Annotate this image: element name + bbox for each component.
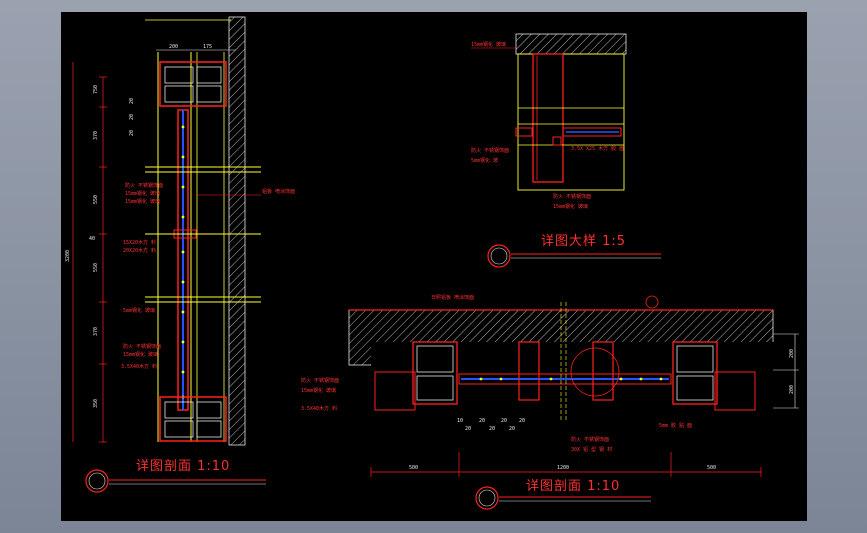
note-l5: 20X20木方 料 [123,247,156,254]
note-l8: 15mm钢化 玻璃 [123,351,158,358]
left-section-view: 200 175 [65,16,295,493]
note-t0: 15mm钢化 玻璃 [471,41,506,48]
note-b2: 15mm钢化 玻璃 [301,387,336,394]
side-dim-6: 350 [93,399,99,408]
small-dim-b3: 20 [479,418,485,424]
side-dim-3: 550 [93,195,99,204]
note-l9: 3.5X40木方 料 [121,363,157,370]
note-l0: 铝板 喷涂饰面 [262,188,295,195]
side-dim-4: 550 [93,263,99,272]
bottom-dim-1: 500 [409,465,418,471]
note-t4: 防火 不锈钢饰面 [553,193,591,200]
small-dim-2: 20 [129,114,135,120]
top-dim-1: 200 [169,44,178,50]
side-dim-b1: 200 [789,349,795,358]
left-view-title: 详图剖面 1:10 [136,459,230,474]
section-marker-icon [475,486,499,510]
note-t2: 5mm钢化 玻 [471,157,498,164]
small-dim-b1: 10 [457,418,463,424]
top-dim-2: 175 [203,44,212,50]
note-b4: 防火 不锈钢饰面 [571,436,609,443]
bottom-right-section-view: 日照铝板 喷涂饰面 防火 不锈钢饰面 15mm钢化 玻璃 3.5X40木方 料 … [301,294,799,510]
small-dim-b4: 20 [489,426,495,432]
small-dim-b5: 20 [501,418,507,424]
marker-label: 40 [89,236,95,242]
note-b3: 3.5X40木方 料 [301,405,337,412]
note-l7: 防火 不锈钢饰面 [123,343,161,350]
side-dim-2: 370 [93,131,99,140]
bottom-dim-3: 500 [707,465,716,471]
side-dim-b2: 200 [789,385,795,394]
note-l6: 5mm钢化 玻璃 [123,307,155,314]
note-t1: 防火 不锈钢饰面 [471,147,509,154]
side-dim-5: 370 [93,327,99,336]
top-right-detail-view: 15mm钢化 玻璃 防火 不锈钢饰面 5mm钢化 玻 3.5X X25 木方 胶… [471,33,661,268]
note-l2: 15mm钢化 玻璃 [125,190,160,197]
side-dim-1: 750 [93,85,99,94]
note-l3: 15mm钢化 玻璃 [125,198,160,205]
small-dim-b7: 20 [519,418,525,424]
wall-hatch [228,16,246,446]
bottom-right-title: 详图剖面 1:10 [526,479,620,494]
note-t3: 3.5X X25 木方 胶 面 [571,145,624,152]
note-b6: 30X 铝 型 钢 材 [571,446,612,453]
note-b0: 日照铝板 喷涂饰面 [431,294,474,301]
note-b5: 5mm 胶 贴 面 [659,422,692,429]
note-l4: 15X20木方 料 [123,239,156,246]
top-right-title: 详图大样 1:5 [541,234,626,249]
small-dim-3: 20 [129,130,135,136]
section-marker-icon [85,469,109,493]
note-l1: 防火 不锈钢饰面 [125,182,163,189]
small-dim-1: 20 [129,98,135,104]
cad-drawing-canvas[interactable]: 200 175 [61,12,807,521]
small-dim-b6: 20 [509,426,515,432]
note-b1: 防火 不锈钢饰面 [301,377,339,384]
cad-drawing: 200 175 [65,16,799,510]
bottom-dim-2: 1200 [557,465,569,471]
detail-marker-icon [487,244,511,268]
note-t5: 15mm钢化 玻璃 [553,203,588,210]
overall-dim: 3200 [65,250,71,262]
small-dim-b2: 20 [465,426,471,432]
